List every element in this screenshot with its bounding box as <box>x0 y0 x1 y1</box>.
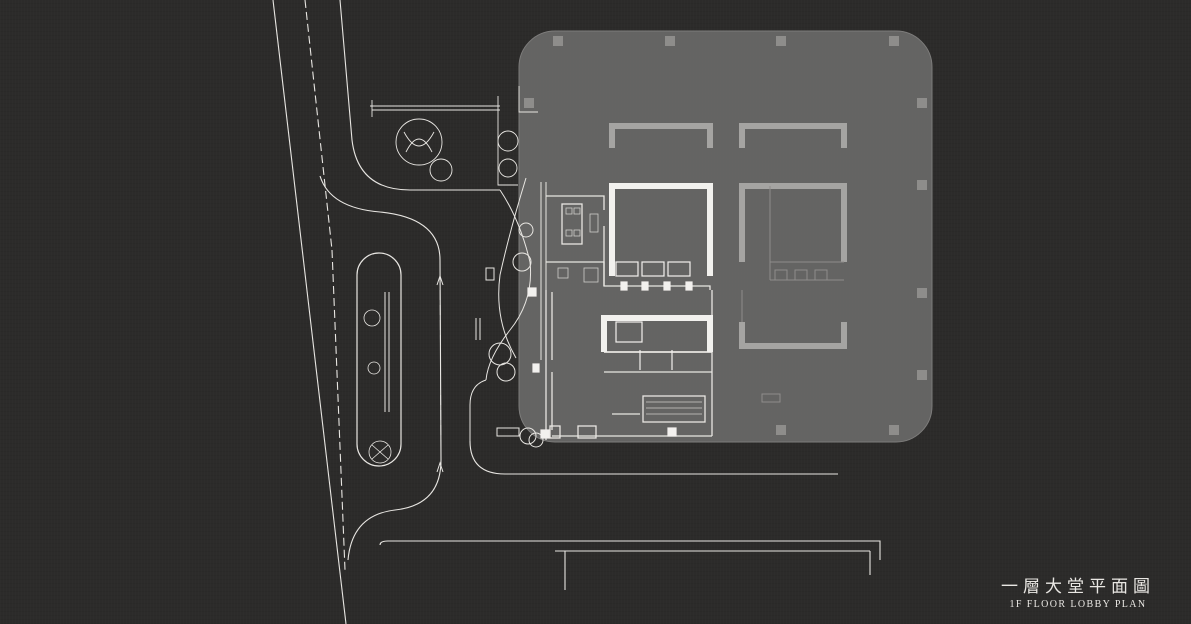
road-linework <box>272 0 881 624</box>
landscape-planter-top <box>370 86 538 186</box>
lobby-core-details <box>527 261 693 439</box>
lobby-furniture <box>557 207 702 415</box>
core-partitions <box>741 186 844 403</box>
core-walls-upper <box>609 123 847 148</box>
tower-footprint <box>518 30 933 443</box>
lobby-core-walls <box>601 183 713 352</box>
tower-columns <box>524 36 927 435</box>
lobby-walls <box>545 195 713 440</box>
drawing-title-block: 一層大堂平面圖 1F FLOOR LOBBY PLAN <box>1001 576 1155 612</box>
drawing-title-english: 1F FLOOR LOBBY PLAN <box>1009 599 1147 610</box>
core-walls-right <box>739 183 847 349</box>
median-island <box>356 252 444 473</box>
drawing-title-chinese: 一層大堂平面圖 <box>1001 577 1155 597</box>
